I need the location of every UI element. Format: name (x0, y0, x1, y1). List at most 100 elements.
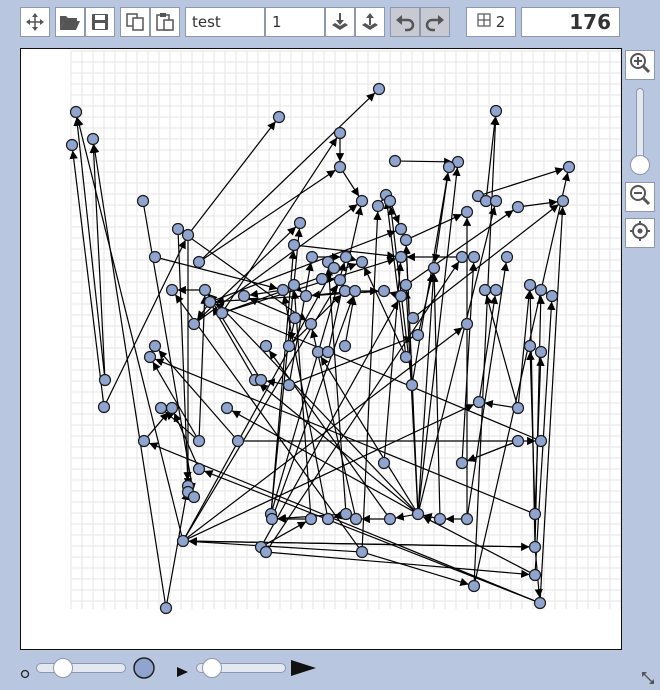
graph-node[interactable] (304, 512, 318, 526)
graph-node[interactable] (333, 126, 347, 140)
graph-edge[interactable] (423, 512, 435, 522)
graph-edge[interactable] (389, 290, 399, 299)
graph-node[interactable] (467, 250, 481, 264)
graph-edge[interactable] (410, 209, 514, 283)
graph-node[interactable] (511, 200, 525, 214)
graph-node[interactable] (455, 250, 469, 264)
arrow-size-knob[interactable] (202, 658, 222, 678)
graph-edge[interactable] (430, 273, 441, 514)
graph-node[interactable] (394, 289, 408, 303)
graph-node[interactable] (293, 216, 307, 230)
graph-node[interactable] (287, 238, 301, 252)
graph-node[interactable] (460, 512, 474, 526)
graph-edge[interactable] (214, 230, 397, 301)
graph-edge[interactable] (214, 303, 537, 440)
graph-edge[interactable] (486, 116, 499, 196)
graph-edge[interactable] (467, 262, 510, 514)
graph-node[interactable] (287, 278, 301, 292)
graph-edge[interactable] (90, 144, 166, 603)
graph-node[interactable] (154, 401, 168, 415)
graph-node[interactable] (411, 507, 425, 521)
graph-node[interactable] (327, 261, 341, 275)
graph-node[interactable] (136, 194, 150, 208)
graph-edge[interactable] (281, 295, 328, 514)
graph-edge[interactable] (416, 203, 560, 316)
graph-node[interactable] (86, 132, 100, 146)
graph-node[interactable] (528, 540, 542, 554)
graph-node[interactable] (371, 199, 385, 213)
graph-edge[interactable] (293, 336, 414, 384)
graph-node[interactable] (259, 545, 273, 559)
graph-edge[interactable] (391, 205, 400, 225)
graph-node[interactable] (321, 345, 335, 359)
graph-edge[interactable] (154, 358, 531, 513)
graph-node[interactable] (148, 339, 162, 353)
graph-edge[interactable] (173, 412, 198, 465)
graph-node[interactable] (406, 311, 420, 325)
graph-node[interactable] (339, 507, 353, 521)
graph-node[interactable] (355, 194, 369, 208)
graph-edge[interactable] (345, 296, 357, 341)
paste-button[interactable] (150, 7, 180, 37)
graph-node[interactable] (442, 160, 456, 174)
graph-node[interactable] (383, 194, 397, 208)
graph-node[interactable] (467, 579, 481, 593)
graph-edge[interactable] (412, 172, 451, 380)
graph-node[interactable] (433, 512, 447, 526)
graph-node[interactable] (377, 284, 391, 298)
graph-node[interactable] (399, 278, 413, 292)
graph-node[interactable] (523, 278, 537, 292)
graph-edge[interactable] (287, 323, 297, 341)
graph-node[interactable] (355, 255, 369, 269)
graph-edge[interactable] (363, 266, 405, 353)
graph-node[interactable] (276, 283, 290, 297)
graph-node[interactable] (305, 250, 319, 264)
graph-node[interactable] (137, 434, 151, 448)
graph-edge[interactable] (402, 290, 419, 509)
graph-edge[interactable] (534, 357, 545, 509)
graph-edge[interactable] (202, 92, 376, 259)
graph-edge[interactable] (69, 150, 104, 402)
graph-edge[interactable] (461, 262, 478, 458)
graph-node[interactable] (192, 434, 206, 448)
graph-edge[interactable] (418, 167, 461, 509)
import-button[interactable] (325, 7, 355, 37)
graph-edge[interactable] (263, 300, 399, 543)
graph-node[interactable] (489, 194, 503, 208)
graph-node[interactable] (321, 512, 335, 526)
graph-edge[interactable] (395, 512, 413, 521)
graph-edge[interactable] (328, 206, 364, 347)
graph-node[interactable] (339, 250, 353, 264)
graph-edge[interactable] (400, 157, 453, 166)
graph-edge[interactable] (333, 511, 343, 520)
graph-edge[interactable] (484, 399, 513, 409)
graph-canvas[interactable] (20, 48, 622, 650)
graph-node[interactable] (533, 596, 547, 610)
graph-node[interactable] (69, 105, 83, 119)
graph-edge[interactable] (431, 172, 449, 263)
graph-node[interactable] (411, 328, 425, 342)
graph-edge[interactable] (273, 295, 355, 515)
zoom-out-button[interactable] (625, 182, 655, 212)
graph-edge[interactable] (249, 289, 278, 299)
graph-edge[interactable] (224, 137, 338, 309)
graph-edge[interactable] (160, 257, 278, 291)
move-button[interactable] (20, 7, 50, 37)
graph-node[interactable] (500, 250, 514, 264)
graph-node[interactable] (338, 339, 352, 353)
graph-node[interactable] (523, 339, 537, 353)
graph-node[interactable] (65, 138, 79, 152)
graph-node[interactable] (231, 434, 245, 448)
graph-node[interactable] (181, 228, 195, 242)
graph-edge[interactable] (479, 295, 499, 397)
graph-node[interactable] (165, 401, 179, 415)
graph-edge[interactable] (483, 167, 564, 195)
graph-node[interactable] (159, 601, 173, 615)
graph-node[interactable] (528, 507, 542, 521)
graph-edge[interactable] (258, 383, 415, 511)
resize-corner-icon[interactable] (640, 670, 656, 690)
graph-edge[interactable] (523, 198, 558, 208)
graph-node[interactable] (282, 378, 296, 392)
graph-edge[interactable] (292, 283, 303, 293)
graph-edge[interactable] (164, 411, 196, 438)
